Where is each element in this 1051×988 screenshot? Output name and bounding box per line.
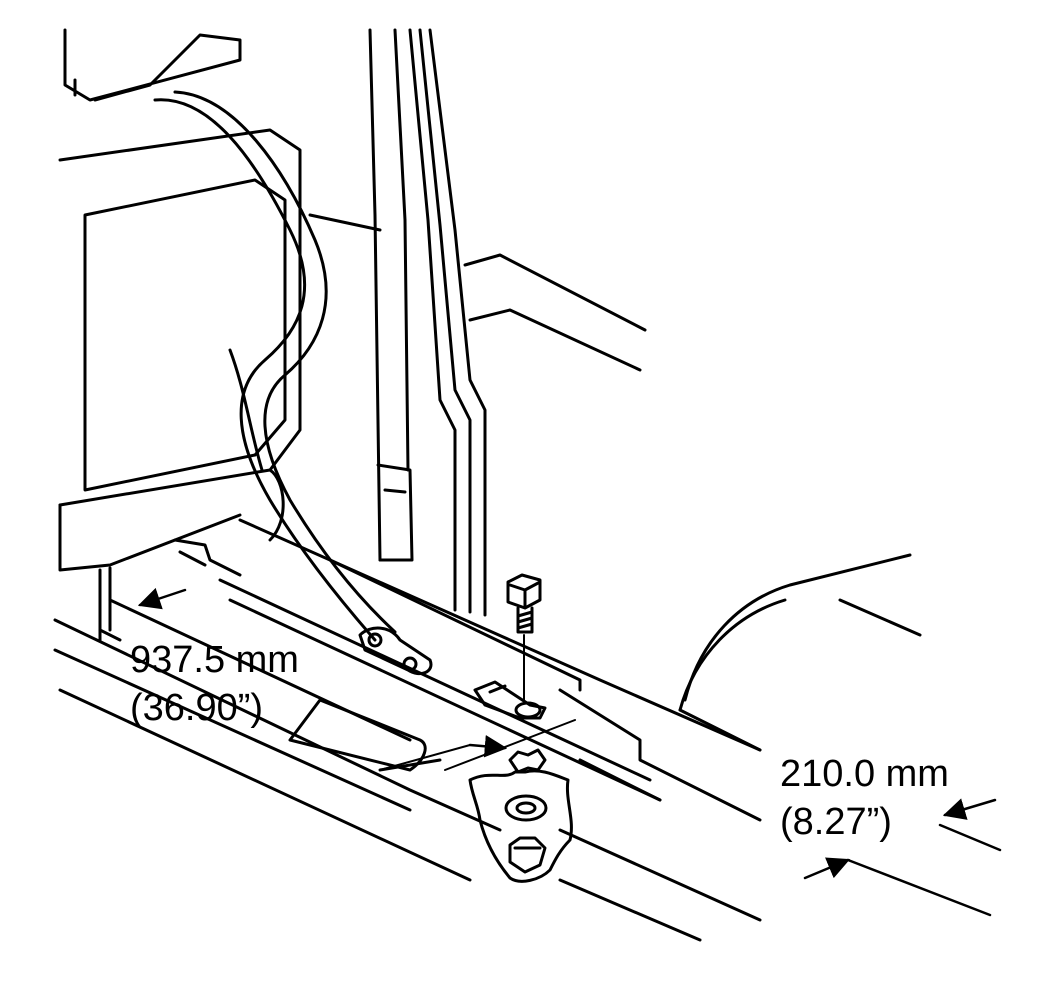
seat-back: [58, 28, 302, 642]
washer: [504, 794, 548, 822]
rear-side-panel: [308, 213, 647, 372]
bolt-head: [506, 573, 542, 610]
cutaway-underbody: [468, 769, 573, 883]
front-dimension-imperial: (36.90”): [130, 687, 264, 729]
anchor-bracket: [473, 680, 547, 720]
front-dimension-leader: [137, 587, 508, 771]
bolt-shank: [516, 606, 534, 634]
floor-ribs: [53, 518, 762, 942]
front-dimension-metric: 937.5 mm: [130, 639, 299, 681]
fastener-stack: [444, 573, 576, 883]
nut: [508, 836, 547, 874]
wheel-house: [678, 553, 922, 752]
b-pillar: [368, 28, 487, 617]
side-dimension-imperial: (8.27”): [780, 801, 892, 843]
side-dimension-metric: 210.0 mm: [780, 753, 949, 795]
side-dimension-leader: [803, 798, 1002, 917]
star-spacer: [508, 748, 547, 774]
